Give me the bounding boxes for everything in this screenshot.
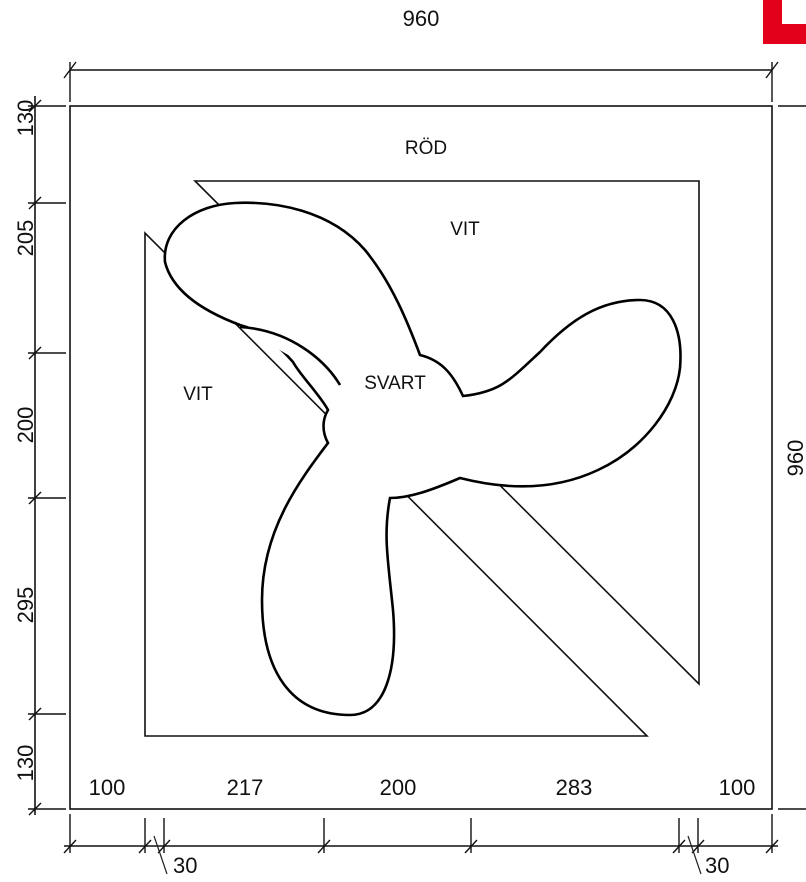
left-dimension-label: 130 <box>13 100 38 137</box>
left-dimension-label: 130 <box>13 745 38 782</box>
white-area-label-left: VIT <box>183 384 213 405</box>
bottom-dimension-label: 100 <box>89 775 126 800</box>
left-dimension-label: 205 <box>13 220 38 257</box>
right-dimension-label: 960 <box>783 440 806 477</box>
red-area-label: RÖD <box>405 138 447 159</box>
top-dimension-line <box>63 61 779 102</box>
left-dimension-label: 200 <box>13 407 38 444</box>
left-dimension-label: 295 <box>13 587 38 624</box>
bottom-dimension-label: 283 <box>556 775 593 800</box>
left-dimension-chain <box>28 96 66 816</box>
propeller-shape <box>163 201 682 717</box>
logo-fragment <box>763 0 806 44</box>
right-dimension-line <box>778 105 806 810</box>
top-dimension-label: 960 <box>403 6 440 31</box>
bottom-dimension-chain <box>63 814 779 875</box>
bottom-dimension-label: 100 <box>719 775 756 800</box>
propeller-inner-curve <box>239 325 342 386</box>
bottom-dimension-label: 217 <box>227 775 264 800</box>
white-area-label-top: VIT <box>450 219 480 240</box>
bottom-dimension-label: 200 <box>380 775 417 800</box>
bottom-small-dimension-label: 30 <box>705 853 729 878</box>
bottom-small-dimension-label: 30 <box>173 853 197 878</box>
black-area-label: SVART <box>364 373 426 394</box>
